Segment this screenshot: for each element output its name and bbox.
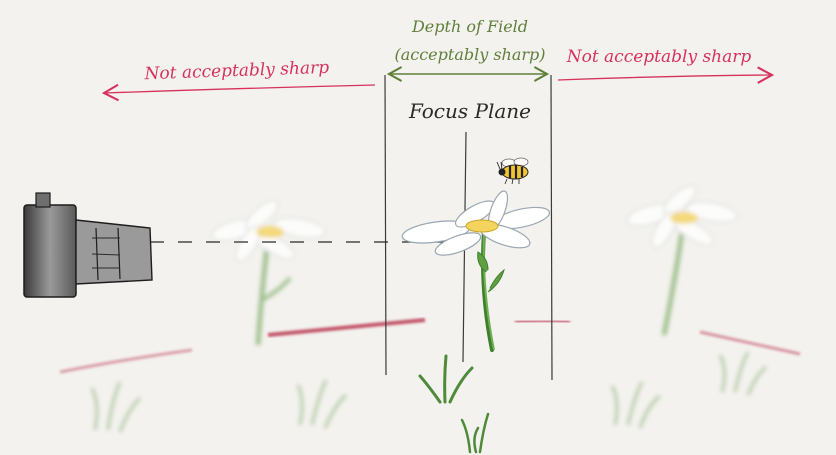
dof-subtitle-label: (acceptably sharp) bbox=[394, 45, 545, 64]
arrow-right-not-sharp bbox=[557, 66, 775, 84]
right-not-sharp-label: Not acceptably sharp bbox=[566, 47, 752, 67]
camera-icon bbox=[23, 192, 153, 298]
ground-stroke-far-right bbox=[699, 330, 801, 356]
dof-far-boundary bbox=[550, 74, 553, 381]
dof-title-label: Depth of Field bbox=[411, 17, 528, 36]
blurred-grass bbox=[90, 351, 767, 433]
blurred-flower-right bbox=[625, 185, 739, 336]
ground-stroke-far-left bbox=[59, 348, 193, 374]
blurred-flower-left bbox=[210, 200, 327, 346]
arrow-left-not-sharp bbox=[101, 83, 376, 102]
bee-icon bbox=[496, 157, 529, 185]
focus-plane-label: Focus Plane bbox=[408, 99, 531, 123]
ground-stroke-left bbox=[267, 318, 426, 337]
ground-stroke-right bbox=[514, 319, 571, 324]
ground-strokes bbox=[59, 318, 801, 374]
in-focus-flower bbox=[401, 190, 551, 352]
sharp-grass bbox=[418, 354, 490, 454]
left-not-sharp-label: Not acceptably sharp bbox=[143, 58, 329, 84]
dof-near-boundary bbox=[384, 74, 387, 376]
